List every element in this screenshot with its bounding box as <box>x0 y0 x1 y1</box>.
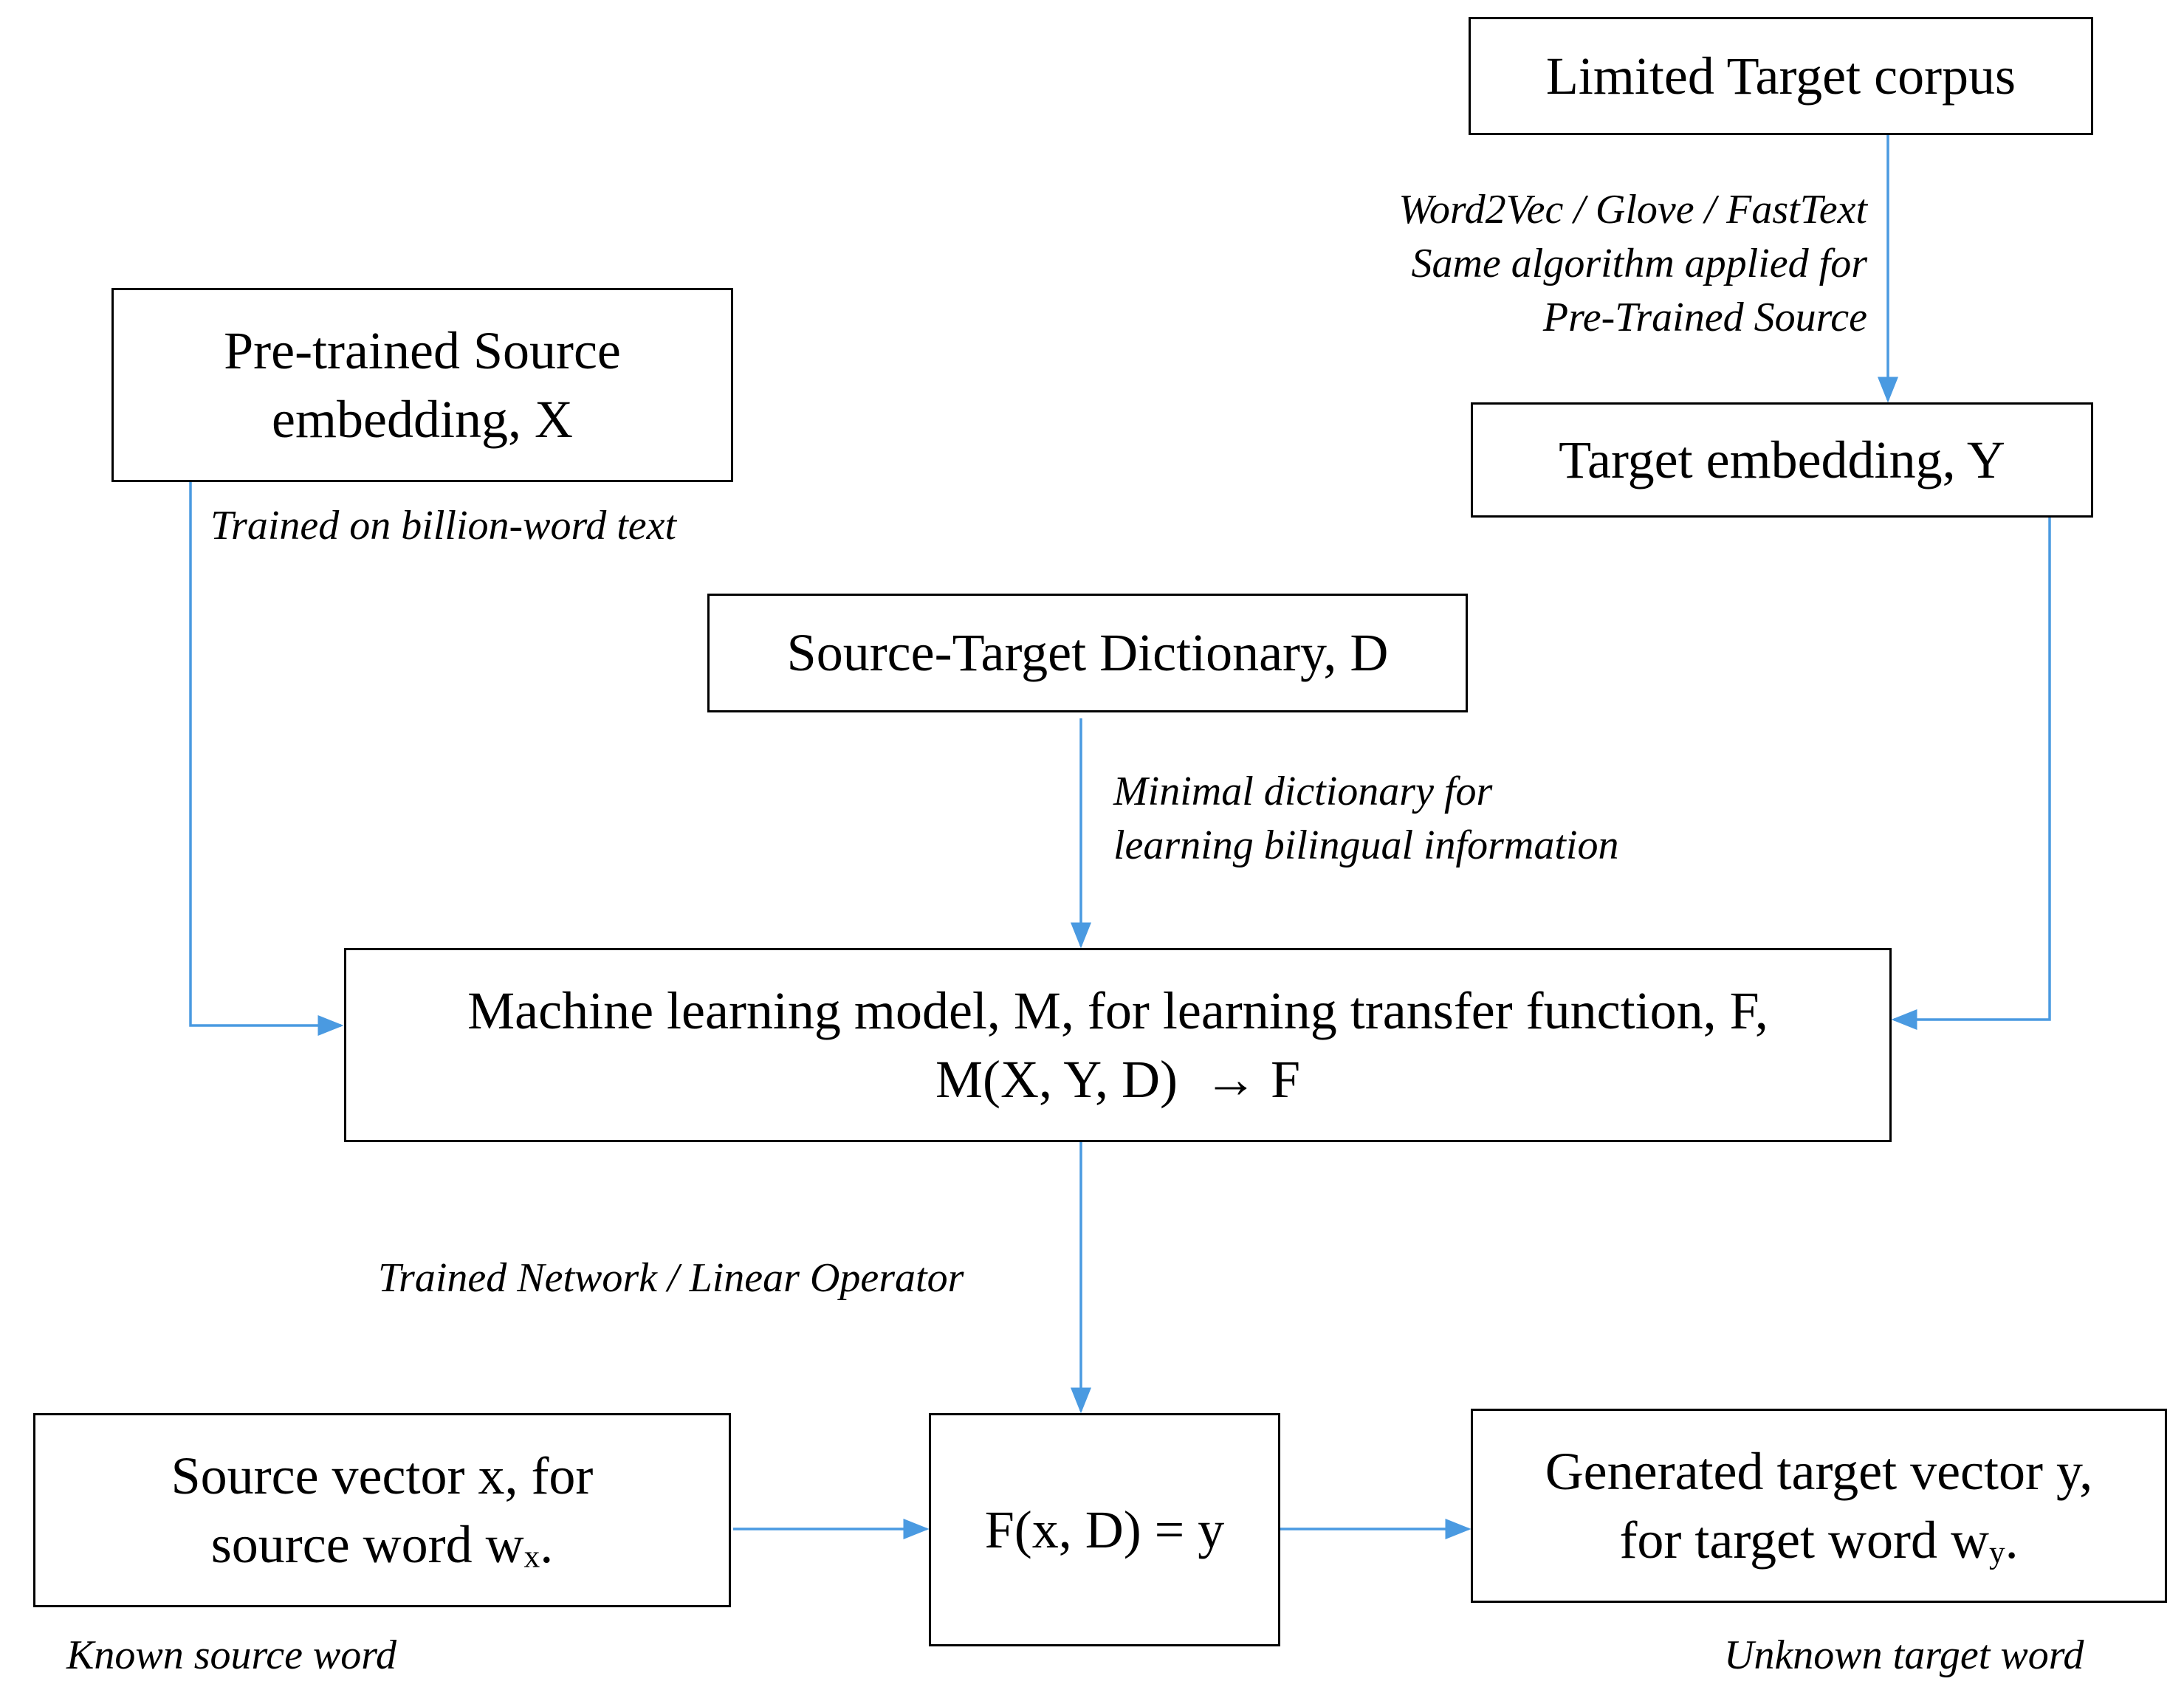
trained-on-note: Trained on billion-word text <box>210 499 676 553</box>
source-vector-box: Source vector x, for source word wx. <box>33 1413 731 1607</box>
trained-on-note-text: Trained on billion-word text <box>210 503 677 549</box>
pretrained-source-embedding-box: Pre-trained Source embedding, X <box>111 288 733 482</box>
generated-target-box: Generated target vector y, for target wo… <box>1471 1409 2167 1603</box>
unknown-target-note: Unknown target word <box>1724 1629 2084 1683</box>
ml-model-line-2: M(X, Y, D) → F <box>935 1049 1301 1109</box>
source-vector-line-2-end: . <box>540 1514 554 1574</box>
pretrained-source-line-2: embedding, X <box>272 389 573 449</box>
ml-model-line-1: Machine learning model, M, for learning … <box>467 981 1768 1041</box>
target-embedding-label: Target embedding, Y <box>1559 430 2005 489</box>
arrow-source-embedding-to-model <box>189 482 344 1036</box>
source-vector-line-2-text: source word w <box>210 1514 524 1574</box>
arrow-target-embedding-to-model <box>1891 518 2051 1030</box>
limited-target-corpus-box: Limited Target corpus <box>1469 17 2093 135</box>
unknown-target-note-text: Unknown target word <box>1724 1632 2084 1678</box>
source-vector-subscript: x <box>523 1539 540 1574</box>
minimal-dictionary-line-1: Minimal dictionary for <box>1113 769 1493 814</box>
word2vec-note: Word2Vec / Glove / FastText Same algorit… <box>1255 183 1867 344</box>
function-box: F(x, D) = y <box>929 1413 1280 1646</box>
function-label: F(x, D) = y <box>984 1499 1225 1559</box>
source-vector-line-1: Source vector x, for <box>171 1446 594 1506</box>
dictionary-box: Source-Target Dictionary, D <box>707 594 1468 712</box>
generated-target-line-2-end: . <box>2005 1510 2019 1570</box>
minimal-dictionary-note: Minimal dictionary for learning bilingua… <box>1113 765 1618 873</box>
generated-target-line-2-text: for target word w <box>1619 1510 1989 1570</box>
generated-target-subscript: y <box>1988 1534 2005 1570</box>
source-vector-line-2: source word wx. <box>171 1511 594 1578</box>
generated-target-line-1: Generated target vector y, <box>1545 1442 2093 1502</box>
dictionary-label: Source-Target Dictionary, D <box>786 623 1389 683</box>
known-source-note-text: Known source word <box>66 1632 396 1678</box>
word2vec-note-line-3: Pre-Trained Source <box>1542 294 1867 340</box>
trained-network-note-text: Trained Network / Linear Operator <box>378 1255 964 1301</box>
pretrained-source-line-1: Pre-trained Source <box>224 321 621 381</box>
word2vec-note-line-2: Same algorithm applied for <box>1411 240 1867 286</box>
generated-target-line-2: for target word wy. <box>1545 1506 2093 1574</box>
limited-target-corpus-label: Limited Target corpus <box>1545 46 2016 106</box>
trained-network-note: Trained Network / Linear Operator <box>378 1251 964 1305</box>
ml-model-box: Machine learning model, M, for learning … <box>344 948 1892 1142</box>
minimal-dictionary-line-2: learning bilingual information <box>1113 822 1619 868</box>
word2vec-note-line-1: Word2Vec / Glove / FastText <box>1398 187 1867 233</box>
target-embedding-box: Target embedding, Y <box>1471 402 2093 518</box>
known-source-note: Known source word <box>66 1629 396 1683</box>
